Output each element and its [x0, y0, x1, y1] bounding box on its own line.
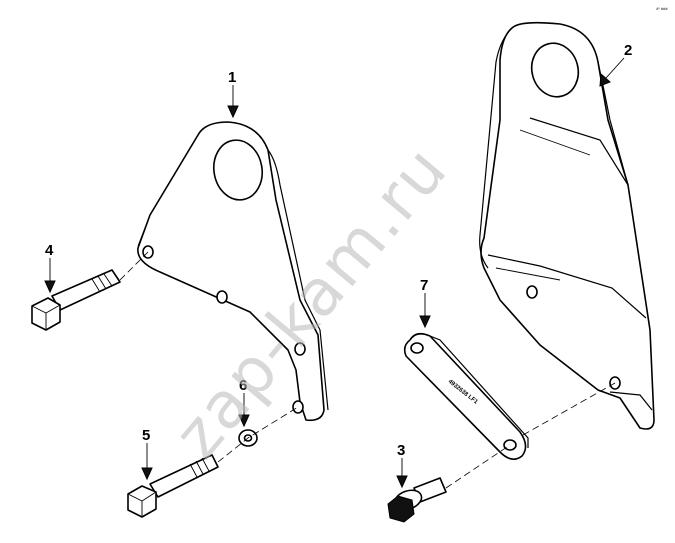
- callout-2: 2: [624, 42, 632, 59]
- part-4-bolt: [31, 269, 121, 331]
- callout-5: 5: [142, 427, 150, 444]
- callout-1: 1: [228, 69, 236, 86]
- corner-code: 4* ###: [656, 6, 668, 11]
- callout-arrows: [44, 57, 625, 489]
- callout-7: 7: [420, 277, 428, 294]
- part-7-link-plate: 4932638 LF1: [403, 332, 529, 460]
- part-2-large-bracket: [479, 21, 655, 430]
- part-5-bolt: [127, 454, 219, 518]
- callout-4: 4: [45, 242, 54, 259]
- callout-6: 6: [239, 377, 247, 394]
- part-3-flange-bolt: [387, 477, 447, 523]
- assembly-lines: [119, 251, 616, 489]
- callout-3: 3: [397, 442, 405, 459]
